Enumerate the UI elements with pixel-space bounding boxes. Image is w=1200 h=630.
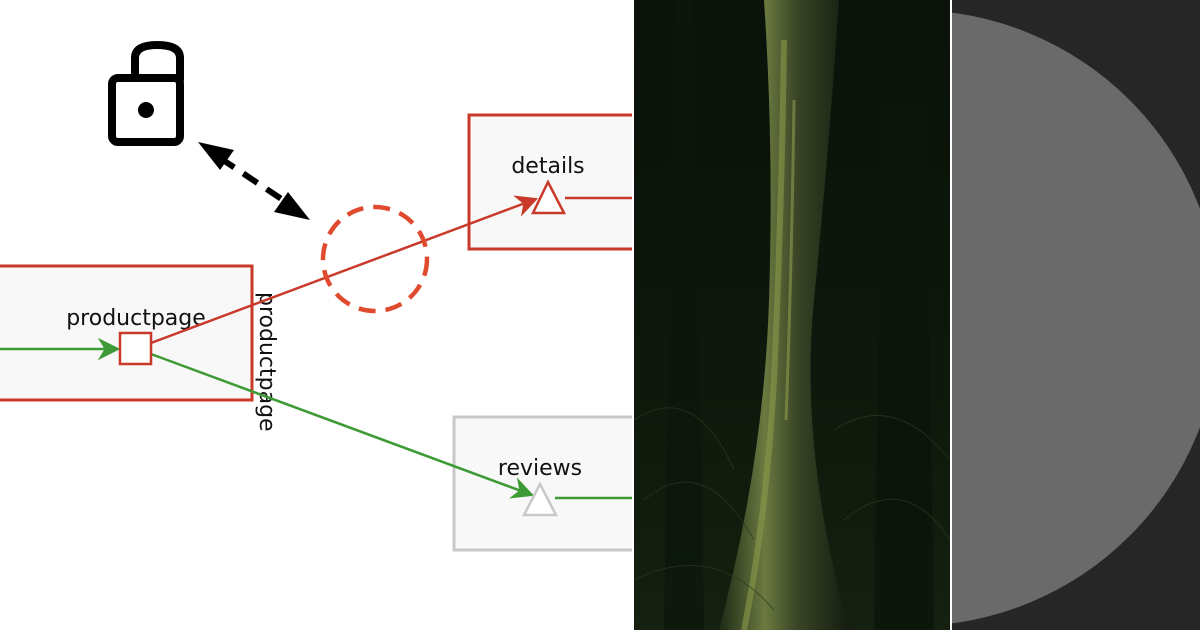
details-label: details: [511, 154, 584, 179]
edge-productpage-reviews: [150, 352, 535, 499]
diagram-panel: productpage details reviews productpage: [0, 40, 632, 552]
dashed-double-arrow-icon: [198, 142, 310, 220]
disc-canvas: [952, 0, 1200, 630]
grey-disc: [952, 12, 1200, 624]
disc-panel: [952, 0, 1200, 630]
reviews-port-triangle: [521, 481, 559, 517]
productpage-port-square: [118, 331, 153, 366]
edge-productpage-details: [150, 195, 539, 345]
dashed-circle-marker-icon: [320, 204, 430, 314]
tree-trunk: [719, 0, 849, 630]
diagram-canvas: productpage details reviews productpage: [0, 40, 632, 552]
panel-gap-2: [950, 0, 952, 630]
reviews-label: reviews: [498, 456, 582, 481]
forest-photo: [634, 0, 950, 630]
panel-gap-1: [632, 0, 634, 630]
forest-photo-canvas: [634, 0, 950, 630]
reviews-node[interactable]: [452, 415, 632, 552]
details-node[interactable]: [467, 113, 632, 251]
productpage-label: productpage: [66, 306, 206, 331]
productpage-side-label: productpage: [254, 292, 279, 432]
unlocked-padlock-icon: [108, 40, 184, 146]
details-port-triangle: [531, 179, 567, 215]
